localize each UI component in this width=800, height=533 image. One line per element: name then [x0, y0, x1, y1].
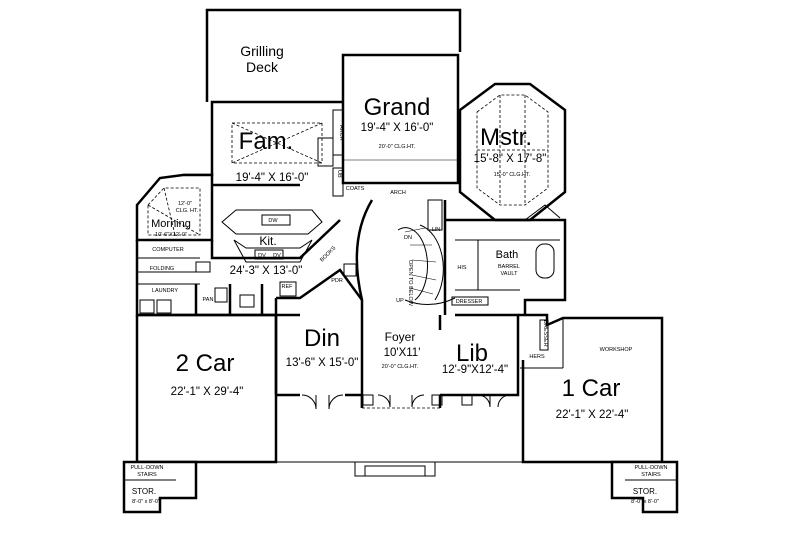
garage-1car-dims: 22'-1" X 22'-4"	[556, 409, 629, 421]
dw-label: DW	[268, 218, 278, 224]
grilling-deck-label-1: Grilling	[240, 43, 284, 59]
dv-label-1: DV	[258, 253, 266, 259]
workshop-label: WORKSHOP	[600, 347, 633, 353]
hers-label: HERS	[529, 354, 545, 360]
stor-right-name: STOR.	[633, 487, 657, 496]
garage-2car-name: 2 Car	[176, 350, 235, 377]
lin-label: LIN	[432, 227, 441, 233]
library	[438, 296, 520, 408]
library-dims: 12'-9"X12'-4"	[442, 364, 508, 376]
foyer-ceiling: 20'-0" CLG.HT.	[382, 364, 419, 370]
foyer	[355, 199, 456, 409]
up-label: UP	[396, 298, 404, 304]
storage-right	[610, 460, 679, 514]
dresser-label-horizontal: DRESSER	[456, 299, 483, 305]
computer-label: COMPUTER	[152, 247, 184, 253]
bath-ceiling-2: VAULT	[501, 271, 519, 277]
folding-label: FOLDING	[150, 266, 174, 272]
storage-left	[122, 460, 198, 514]
garage-1car	[518, 313, 664, 464]
ref-label: REF	[282, 284, 294, 290]
garage-1car-name: 1 Car	[562, 375, 621, 402]
master-room-ceiling: 15'-0" CLG.HT.	[494, 172, 531, 178]
books-label: BOOKS	[319, 245, 337, 263]
grand-room-ceiling: 20'-0" CLG.HT.	[379, 144, 416, 150]
master-suite	[458, 82, 567, 222]
library-name: Lib	[456, 340, 488, 367]
stor-right-line2: STAIRS	[641, 472, 661, 478]
dining-name: Din	[304, 325, 340, 352]
ub-label: UB	[336, 170, 342, 178]
morning-room-name: Morning	[151, 218, 191, 230]
dresser-label-vertical: DRESSER	[542, 320, 548, 347]
arch-top-label: ARCH	[390, 190, 406, 196]
coats-label: COATS	[346, 186, 365, 192]
morning-room-dims: 10'-6"X12'-0"	[155, 232, 187, 238]
dn-label: DN	[404, 235, 412, 241]
dv-label-2: DV	[273, 253, 281, 259]
kitchen-dims: 24'-3" X 13'-0"	[230, 265, 303, 277]
grilling-deck-label-2: Deck	[246, 59, 279, 75]
grand-room-dims: 19'-4" X 16'-0"	[361, 122, 434, 134]
bath-ceiling-1: BARREL	[498, 264, 520, 270]
foyer-name: Foyer	[385, 330, 416, 344]
dining-room	[274, 263, 364, 410]
pdr-label: PDR	[331, 278, 343, 284]
grand-room-name: Grand	[364, 94, 431, 121]
grilling-deck	[205, 8, 462, 102]
family-room-dims: 19'-4" X 16'-0"	[236, 172, 309, 184]
morning-ceiling-1: 12'-0"	[178, 201, 192, 207]
morning-room	[135, 173, 214, 242]
garage-2car-dims: 22'-1" X 29'-4"	[171, 386, 244, 398]
kitchen	[210, 209, 341, 263]
laundry-label: LAUNDRY	[152, 288, 179, 294]
bath-name: Bath	[496, 249, 519, 261]
family-room-name: Fam.	[239, 128, 294, 155]
morning-ceiling-2: CLG. HT.	[176, 208, 199, 214]
kitchen-name: Kit.	[259, 234, 276, 248]
stor-right-line1: PULL-DOWN	[634, 465, 667, 471]
stor-left-name: STOR.	[132, 487, 156, 496]
dining-dims: 13'-6" X 15'-0"	[286, 357, 359, 369]
his-label: HIS	[457, 265, 467, 271]
open-to-below-label: OPEN TO BELOW	[407, 260, 413, 307]
master-room-dims: 15'-8" X 17'-8"	[474, 153, 547, 165]
foyer-dims: 10'X11'	[384, 347, 421, 359]
arch-side-label: ARCH	[338, 125, 344, 141]
stor-right-dims: 8'-0" x 8'-0"	[631, 499, 659, 505]
stor-left-line2: STAIRS	[137, 472, 157, 478]
stor-left-dims: 8'-0" x 8'-0"	[132, 499, 160, 505]
stor-left-line1: PULL-DOWN	[130, 465, 163, 471]
pan-label: PAN	[203, 297, 214, 303]
grand-room	[341, 53, 460, 185]
front-porch	[276, 461, 523, 477]
master-room-name: Mstr.	[480, 124, 532, 151]
master-bath	[427, 199, 567, 315]
